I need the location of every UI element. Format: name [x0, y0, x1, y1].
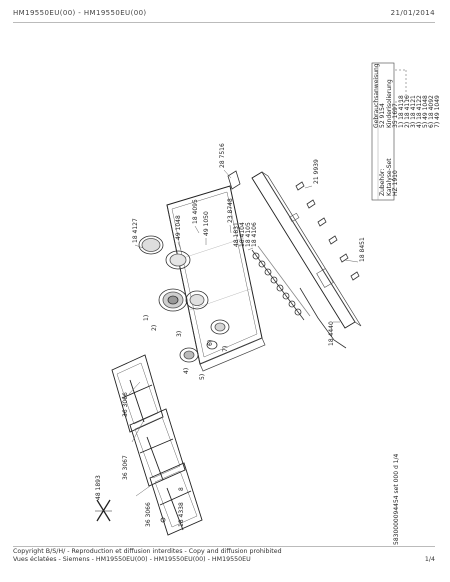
page-number: 1/4 [424, 556, 435, 563]
burner-center-right [185, 290, 209, 310]
callout-7: 7) [222, 346, 229, 352]
callout-2: 2) [151, 325, 158, 331]
part-label-18-8451: 18 8451 [359, 237, 366, 262]
part-label-18-4095: 18 4095 [192, 199, 199, 224]
part-label-36-3066-a: 36 3066 [122, 392, 129, 417]
header-left-title: HM19550EU(00) - HM19550EU(00) [13, 9, 147, 17]
bracket-part [227, 170, 241, 190]
doc-id: 5830000094454 set 000 d 1/4 [393, 453, 400, 545]
part-label-18-4104: 18 4104 [239, 222, 246, 247]
gas-pipe [299, 287, 347, 349]
pan-support-2 [129, 408, 186, 487]
part-label-18-4105: 18 4105 [245, 222, 252, 247]
part-label-48-1893: 48 1893 [95, 475, 102, 500]
part-label-18-4127: 18 4127 [132, 218, 139, 243]
burner-front-right [210, 319, 230, 335]
pan-support-1 [111, 354, 164, 433]
burner-rear-left [138, 235, 164, 255]
part-label-49-1048: 49 1048 [175, 215, 182, 240]
pan-support-3 [149, 462, 203, 536]
info-line-2: 52 9154 [379, 103, 386, 128]
info-line-4: 35 1697 [392, 103, 399, 128]
part-label-8: 8 [178, 487, 185, 491]
info-line-14: HZ 1910 [392, 170, 399, 196]
part-label-23-8748: 23 8748 [227, 198, 234, 223]
footer-views: Vues éclatées - Siemens - HM19550EU(00) … [13, 556, 251, 563]
callout-5: 5) [199, 374, 206, 380]
burner-small [206, 340, 218, 350]
info-line-8: 4) 18 4122 [416, 95, 423, 128]
part-label-18-4106: 18 4106 [251, 222, 258, 247]
part-label-21-9939: 21 9939 [313, 159, 320, 184]
wok-ring [95, 499, 112, 522]
info-line-1: Gebrauchsanweisung [373, 63, 380, 128]
info-line-3: Kinderisolierung [386, 79, 393, 128]
callout-1: 1) [143, 315, 150, 321]
control-knobs [295, 181, 360, 281]
info-box [371, 62, 395, 201]
info-line-13: Katalyse-Set [386, 158, 393, 196]
info-line-6: 2) 18 4116 [404, 95, 411, 128]
info-line-5: 1) 18 4118 [398, 95, 405, 128]
part-label-18-4440: 18 4440 [328, 321, 335, 346]
burner-front-left [179, 347, 199, 363]
callout-3: 3) [176, 331, 183, 337]
part-label-36-3066-b: 36 3066 [145, 502, 152, 527]
header-rule [13, 22, 435, 23]
footer-rule [13, 546, 435, 547]
part-label-28-7516: 28 7516 [219, 143, 226, 168]
burner-wok-center [158, 288, 188, 312]
info-line-11: 7) 49 1049 [434, 95, 441, 128]
part-label-36-3067: 36 3067 [122, 455, 129, 480]
header-date: 21/01/2014 [390, 9, 435, 17]
info-line-9: 5) 49 1048 [422, 95, 429, 128]
callout-6: 6) [207, 340, 214, 346]
footer-copyright: Copyright B/S/H/ - Reproduction et diffu… [13, 548, 282, 555]
part-label-18-4338: 18 4338 [178, 502, 185, 527]
part-label-48-1831: 48 1831 [233, 222, 240, 247]
control-panel [251, 171, 362, 329]
burner-rear-right [165, 250, 191, 270]
screw-part [160, 517, 166, 523]
gas-valves [251, 245, 311, 321]
part-label-49-1050: 49 1050 [203, 211, 210, 236]
callout-4: 4) [183, 368, 190, 374]
info-line-10: 6) 18 4092 [428, 95, 435, 128]
info-line-12: Zubehör: [379, 169, 386, 196]
info-line-7: 3) 18 4121 [410, 95, 417, 128]
